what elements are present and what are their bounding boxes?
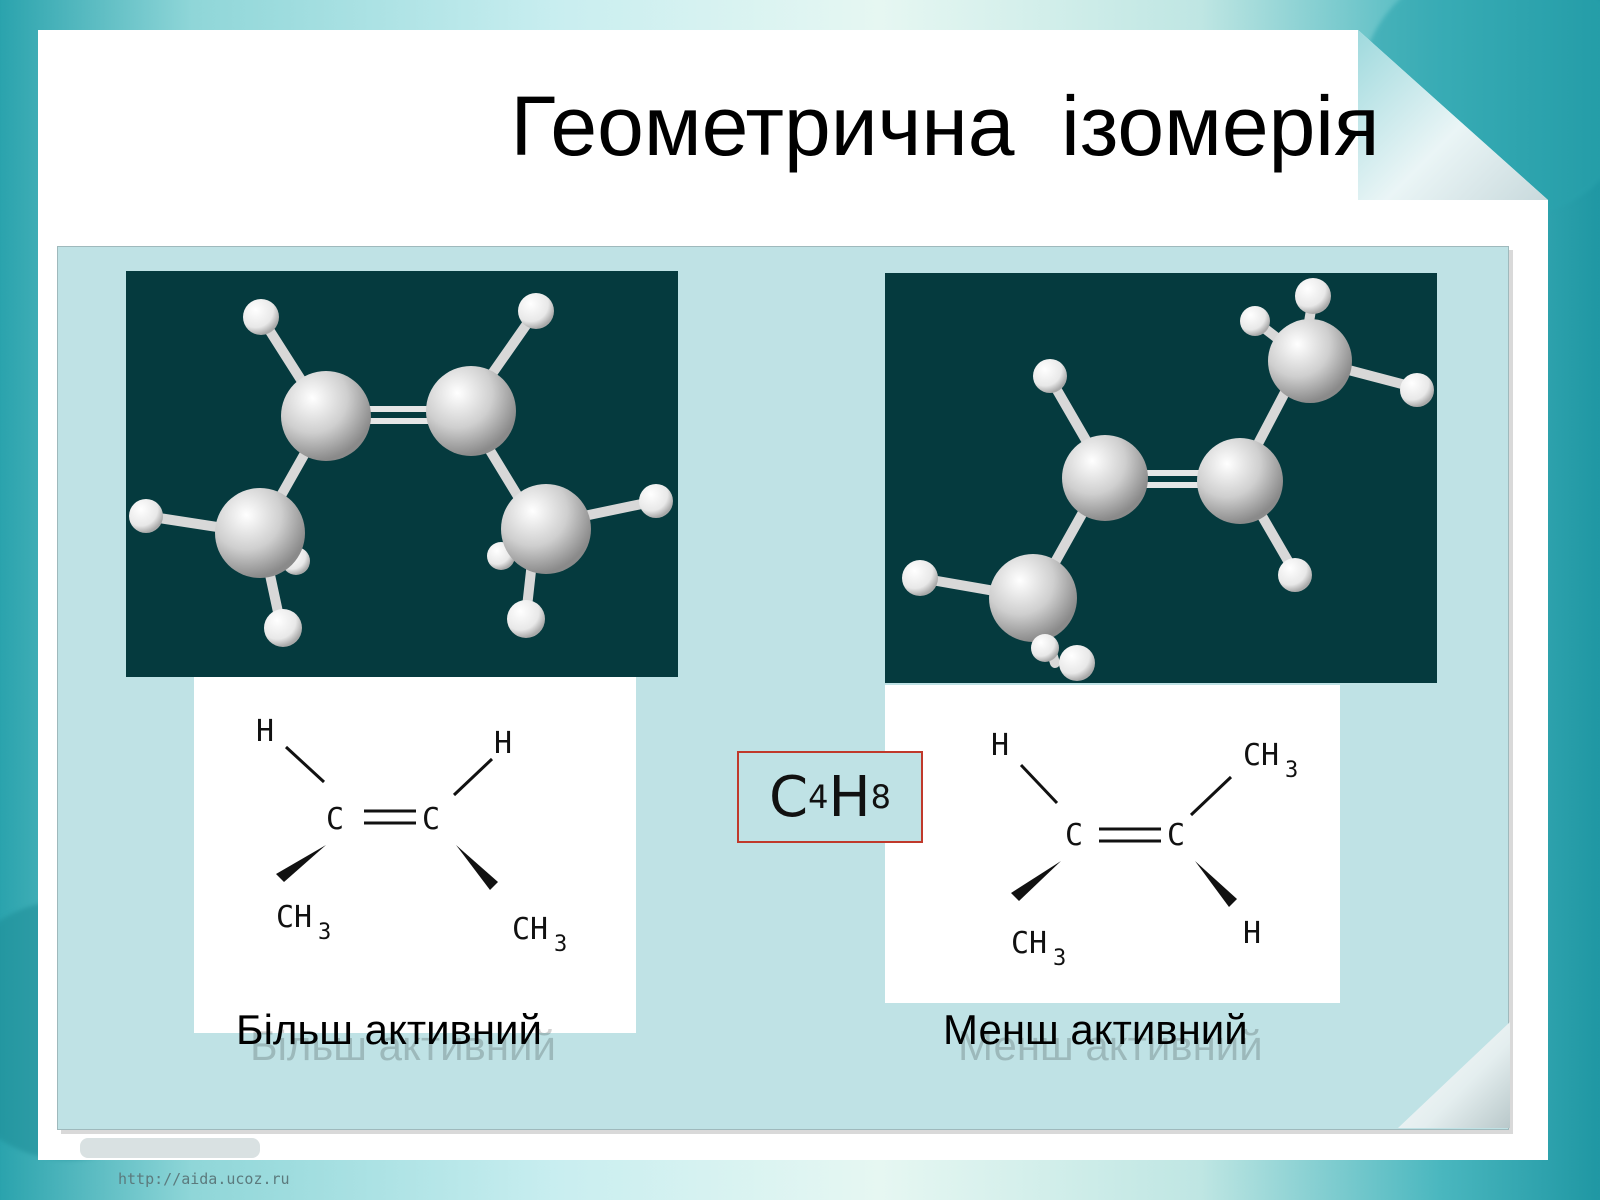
hydrogen-atom	[1295, 278, 1331, 314]
hydrogen-atom	[902, 560, 938, 596]
carbon-atom	[1197, 438, 1283, 524]
group-label-ch: CH	[276, 900, 312, 935]
caption-more-active: Більш активний	[236, 1006, 542, 1053]
hydrogen-atom	[507, 600, 545, 638]
group-label-ch: CH	[1243, 738, 1279, 773]
hydrogen-atom	[129, 499, 163, 533]
cis-molecule-model	[126, 271, 678, 677]
atom-label-h: H	[256, 714, 274, 749]
atom-label-c: C	[326, 802, 344, 837]
cis-structural-formula: H H C C CH 3 CH 3	[194, 677, 636, 1033]
trans-structural-formula: H CH 3 C C CH 3 H	[885, 685, 1340, 1003]
footer-url: http://aida.ucoz.ru	[118, 1170, 290, 1188]
hydrogen-atom	[1033, 359, 1067, 393]
carbon-atom	[1268, 319, 1352, 403]
hydrogen-atom	[1278, 558, 1312, 592]
carbon-atom	[1062, 435, 1148, 521]
formula-h: H	[828, 764, 871, 830]
trans-molecule-model	[885, 273, 1437, 683]
formula-h-subscript: 8	[870, 778, 891, 816]
hydrogen-atom	[264, 609, 302, 647]
carbon-atom	[215, 488, 305, 578]
subscript-3: 3	[318, 920, 331, 945]
atom-label-c: C	[422, 802, 440, 837]
atom-label-c: C	[1167, 818, 1185, 853]
hydrogen-atom	[1240, 306, 1270, 336]
subscript-3: 3	[554, 932, 567, 957]
atom-label-c: C	[1065, 818, 1083, 853]
hydrogen-atom	[1059, 645, 1095, 681]
caption-shadow-left: Більш активний	[250, 1022, 556, 1069]
atom-label-h: H	[1243, 916, 1261, 951]
group-label-ch: CH	[512, 912, 548, 947]
hydrogen-atom	[243, 299, 279, 335]
carbon-atom	[281, 371, 371, 461]
hydrogen-atom	[518, 293, 554, 329]
carbon-atom	[426, 366, 516, 456]
hydrogen-atom	[639, 484, 673, 518]
trans-molecule-svg	[902, 278, 1434, 681]
atom-label-h: H	[991, 728, 1009, 763]
slide-title: Геометрична ізомерія	[510, 79, 1380, 173]
cis-molecule-svg	[129, 293, 673, 647]
subscript-3: 3	[1053, 946, 1066, 971]
carbon-atom	[989, 554, 1077, 642]
atom-label-h: H	[494, 726, 512, 761]
formula-c: C	[769, 764, 809, 830]
carbon-atom	[501, 484, 591, 574]
watermark-logo	[80, 1128, 260, 1164]
caption-shadow-right: Менш активний	[958, 1022, 1263, 1069]
hydrogen-atom	[1400, 373, 1434, 407]
caption-less-active: Менш активний	[943, 1006, 1248, 1053]
subscript-3: 3	[1285, 758, 1298, 783]
formula-c-subscript: 4	[808, 778, 829, 816]
group-label-ch: CH	[1011, 926, 1047, 961]
hydrogen-atom	[1031, 634, 1059, 662]
